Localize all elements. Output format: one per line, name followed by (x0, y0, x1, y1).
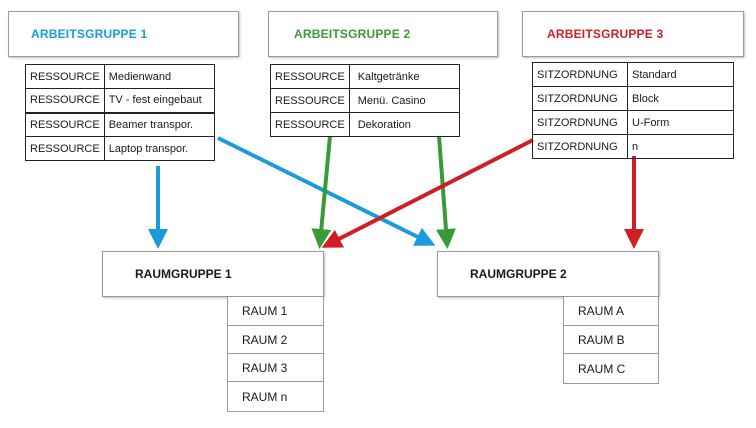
table-row: SITZORDNUNG Standard (532, 62, 734, 87)
arbeitsgruppe-1-resources: RESSOURCE Medienwand RESSOURCE TV - fest… (25, 64, 216, 161)
table-row: SITZORDNUNG n (532, 134, 734, 159)
room-label: RAUM 3 (242, 360, 288, 375)
resource-value: Kaltgetränke (348, 64, 461, 89)
room-item: RAUM 3 (227, 353, 324, 382)
arrow-green-to-raumgruppe-2 (435, 135, 456, 249)
resource-value: TV - fest eingebaut (103, 88, 216, 113)
resource-key: RESSOURCE (270, 112, 350, 137)
resource-key: RESSOURCE (25, 64, 105, 89)
table-row: SITZORDNUNG U-Form (532, 110, 734, 135)
room-label: RAUM C (578, 361, 626, 376)
room-label: RAUM A (578, 304, 625, 318)
table-row: SITZORDNUNG Block (532, 86, 734, 111)
room-label: RAUM B (578, 332, 625, 347)
raumgruppe-1-title: RAUMGRUPPE 1 (135, 267, 232, 281)
room-label: RAUM n (242, 389, 288, 404)
room-item: RAUM 1 (227, 296, 324, 326)
resource-key: RESSOURCE (25, 111, 105, 137)
resource-key: RESSOURCE (25, 136, 105, 161)
table-row: RESSOURCE Dekoration (270, 112, 461, 137)
arbeitsgruppe-2-header: ARBEITSGRUPPE 2 (268, 11, 498, 57)
seating-key: SITZORDNUNG (532, 62, 628, 87)
arbeitsgruppe-3-seating: SITZORDNUNG Standard SITZORDNUNG Block S… (532, 62, 734, 159)
arbeitsgruppe-2-title: ARBEITSGRUPPE 2 (294, 27, 411, 41)
arbeitsgruppe-3-title: ARBEITSGRUPPE 3 (547, 27, 664, 41)
seating-value: Standard (627, 62, 734, 87)
table-row: RESSOURCE Laptop transpor. (25, 136, 216, 161)
resource-value: Dekoration (348, 112, 461, 137)
room-item: RAUM B (563, 325, 659, 354)
seating-value: n (627, 134, 734, 159)
resource-value: Medienwand (103, 64, 216, 89)
table-row: RESSOURCE Medienwand (25, 64, 216, 89)
seating-key: SITZORDNUNG (532, 86, 628, 111)
room-item: RAUM 2 (227, 325, 324, 354)
arrow-red-to-raumgruppe-1 (321, 138, 534, 248)
table-row: RESSOURCE Beamer transpor. (25, 111, 216, 137)
table-row: RESSOURCE Kaltgetränke (270, 64, 461, 89)
room-item: RAUM A (563, 296, 659, 326)
room-item: RAUM n (227, 381, 324, 412)
seating-value: U-Form (627, 110, 734, 135)
resource-value: Beamer transpor. (103, 111, 216, 137)
resource-key: RESSOURCE (270, 64, 350, 89)
resource-key: RESSOURCE (25, 88, 105, 113)
raumgruppe-2-box: RAUMGRUPPE 2 (437, 251, 659, 297)
resource-value: Laptop transpor. (103, 136, 216, 161)
arrow-green-to-raumgruppe-1 (311, 135, 332, 249)
table-row: RESSOURCE TV - fest eingebaut (25, 88, 216, 113)
resource-key: RESSOURCE (270, 88, 350, 113)
seating-key: SITZORDNUNG (532, 134, 628, 159)
room-label: RAUM 1 (242, 304, 288, 318)
seating-value: Block (627, 86, 734, 111)
table-row: RESSOURCE Menü. Casino (270, 88, 461, 113)
resource-value: Menü. Casino (348, 88, 461, 113)
raumgruppe-2-title: RAUMGRUPPE 2 (470, 267, 567, 281)
arbeitsgruppe-1-title: ARBEITSGRUPPE 1 (31, 27, 148, 41)
raumgruppe-1-box: RAUMGRUPPE 1 (102, 251, 324, 297)
arbeitsgruppe-3-header: ARBEITSGRUPPE 3 (522, 11, 744, 57)
arbeitsgruppe-1-header: ARBEITSGRUPPE 1 (8, 11, 239, 57)
room-label: RAUM 2 (242, 332, 288, 347)
room-item: RAUM C (563, 353, 659, 384)
seating-key: SITZORDNUNG (532, 110, 628, 135)
arbeitsgruppe-2-resources: RESSOURCE Kaltgetränke RESSOURCE Menü. C… (270, 64, 461, 137)
